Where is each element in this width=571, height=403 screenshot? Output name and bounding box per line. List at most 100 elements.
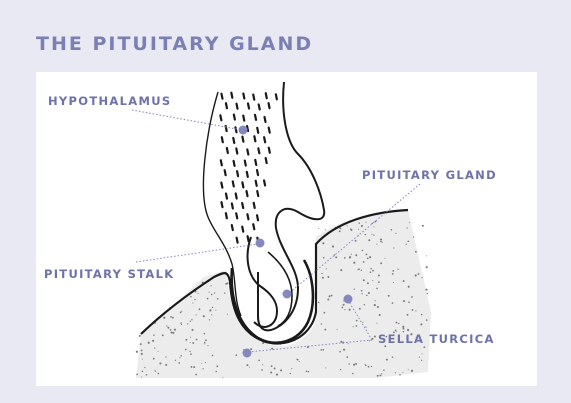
stipple-dot xyxy=(215,310,216,311)
stipple-dot xyxy=(392,273,394,275)
stipple-dot xyxy=(354,289,355,290)
stipple-dot xyxy=(159,362,161,364)
stipple-dot xyxy=(136,351,138,353)
stipple-dot xyxy=(326,268,327,269)
stipple-dot xyxy=(368,366,370,368)
stipple-dot xyxy=(376,323,377,324)
neuron-dash xyxy=(237,171,238,176)
stipple-dot xyxy=(203,315,205,317)
neuron-dash xyxy=(264,180,265,185)
stipple-dot xyxy=(358,229,359,230)
stipple-dot xyxy=(290,373,291,374)
stipple-dot xyxy=(365,222,366,223)
neuron-dash xyxy=(259,104,260,109)
stipple-dot xyxy=(422,277,423,278)
stipple-dot xyxy=(155,370,157,372)
stipple-dot xyxy=(209,292,210,293)
stipple-dot xyxy=(165,356,166,357)
stipple-dot xyxy=(408,369,409,370)
marker-hypothalamus xyxy=(239,126,248,135)
stipple-dot xyxy=(187,323,188,324)
stipple-dot xyxy=(291,368,292,369)
stipple-dot xyxy=(262,364,263,365)
stipple-dot xyxy=(276,374,278,376)
stipple-dot xyxy=(343,349,345,351)
stipple-dot xyxy=(421,314,423,316)
stipple-dot xyxy=(399,374,401,376)
stipple-dot xyxy=(344,257,346,259)
stipple-dot xyxy=(353,262,355,264)
stipple-dot xyxy=(321,323,322,324)
stipple-dot xyxy=(235,354,237,356)
stipple-dot xyxy=(212,355,214,357)
stipple-dot xyxy=(365,326,366,327)
stipple-dot xyxy=(339,230,341,232)
stipple-dot xyxy=(402,326,404,328)
stipple-dot xyxy=(167,327,169,329)
stipple-dot xyxy=(407,329,409,331)
stipple-dot xyxy=(341,307,343,309)
stipple-dot xyxy=(368,239,370,241)
stipple-dot xyxy=(224,292,225,293)
stipple-dot xyxy=(207,345,208,346)
stipple-dot xyxy=(214,292,215,293)
stipple-dot xyxy=(318,228,319,229)
diagram-card: HYPOTHALAMUS PITUITARY GLAND PITUITARY S… xyxy=(36,72,537,386)
stipple-dot xyxy=(192,342,194,344)
stipple-dot xyxy=(175,360,176,361)
neuron-dash xyxy=(269,128,270,133)
stipple-dot xyxy=(204,333,206,335)
stipple-dot xyxy=(179,357,180,358)
neuron-dash xyxy=(254,203,255,208)
neuron-dash xyxy=(242,203,243,208)
stipple-dot xyxy=(392,270,394,272)
neuron-dash xyxy=(253,224,254,229)
stipple-dot xyxy=(204,342,205,343)
stipple-dot xyxy=(356,320,358,322)
neuron-dash xyxy=(258,148,259,153)
stipple-dot xyxy=(413,236,414,237)
stipple-dot xyxy=(180,312,182,314)
stipple-dot xyxy=(323,257,325,259)
stipple-dot xyxy=(318,302,320,304)
stipple-dot xyxy=(325,229,326,230)
stipple-dot xyxy=(379,314,381,316)
stipple-dot xyxy=(153,358,155,360)
stipple-dot xyxy=(142,359,143,360)
stipple-dot xyxy=(361,225,363,227)
stipple-dot xyxy=(398,323,399,324)
stipple-dot xyxy=(205,339,207,341)
stipple-dot xyxy=(371,223,373,225)
neuron-dash xyxy=(247,150,248,155)
stipple-dot xyxy=(325,367,326,368)
stipple-dot xyxy=(373,235,374,236)
stipple-dot xyxy=(420,323,422,325)
stipple-dot xyxy=(308,371,310,373)
stipple-dot xyxy=(359,308,361,310)
neuron-dash xyxy=(227,148,228,153)
stipple-dot xyxy=(388,295,390,297)
stipple-dot xyxy=(369,340,370,341)
neuron-dash xyxy=(242,227,243,232)
stipple-dot xyxy=(327,299,329,301)
stipple-dot xyxy=(397,269,398,270)
neuron-dash xyxy=(257,170,258,175)
stipple-dot xyxy=(361,270,362,271)
neuron-dash xyxy=(232,203,233,208)
neuron-dash xyxy=(221,202,222,207)
stipple-dot xyxy=(339,227,341,229)
stipple-dot xyxy=(347,343,348,344)
stipple-dot xyxy=(152,340,154,342)
stipple-dot xyxy=(211,294,213,296)
stipple-dot xyxy=(162,334,164,336)
figure-title: THE PITUITARY GLAND xyxy=(36,33,313,55)
stipple-dot xyxy=(190,321,191,322)
stipple-dot xyxy=(261,369,263,371)
stipple-dot xyxy=(324,312,326,314)
stipple-dot xyxy=(249,367,250,368)
stipple-dot xyxy=(178,362,180,364)
stipple-dot xyxy=(191,319,192,320)
stipple-dot xyxy=(192,302,193,303)
stipple-dot xyxy=(355,240,357,242)
stipple-dot xyxy=(280,369,282,371)
